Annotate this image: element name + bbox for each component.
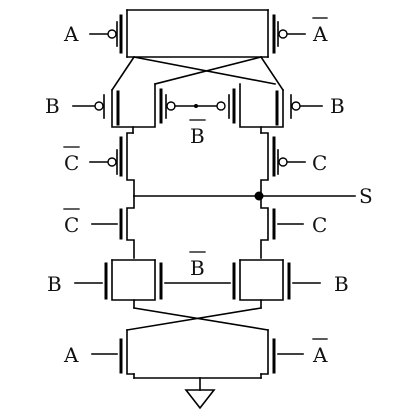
label-b-top-left: B — [45, 94, 60, 118]
label-a-bar-bottom: A — [312, 343, 328, 367]
pmos-b-right — [260, 89, 323, 134]
nmos-b-bar-left — [133, 259, 231, 301]
label-s: S — [359, 184, 373, 208]
junction-dot — [254, 191, 264, 201]
pmos-a-left — [89, 9, 128, 58]
pmos-a-bar-right — [267, 9, 306, 58]
label-b-bar-top: B — [190, 124, 205, 148]
ground-symbol — [184, 389, 216, 410]
labels: A A B B B C C S C C B B B A A — [45, 17, 373, 367]
cross-wire-top-2 — [110, 55, 136, 92]
cross-wire-top-4 — [259, 55, 285, 92]
label-a-top: A — [63, 22, 79, 46]
pmos-c-bar-left — [89, 132, 135, 197]
pmos-b-bar-left — [132, 83, 218, 128]
nmos-c-bar-left — [91, 195, 135, 259]
nmos-network — [74, 195, 321, 410]
label-b-bottom-right: B — [334, 272, 349, 296]
label-a-bar-top: A — [312, 22, 328, 46]
nmos-c-right — [260, 195, 304, 259]
pmos-c-right — [260, 132, 306, 197]
label-a-bottom: A — [63, 343, 79, 367]
cross-wire-top-5 — [154, 56, 262, 85]
nmos-b-left — [74, 259, 135, 309]
label-b-top-right: B — [330, 94, 345, 118]
pmos-network — [72, 9, 323, 197]
label-c-top: C — [312, 151, 327, 175]
label-b-bar-bottom: B — [190, 256, 205, 280]
label-c-bar-bottom: C — [64, 213, 79, 237]
nmos-a-bar-right — [260, 329, 304, 375]
nmos-b-bar-right — [232, 259, 262, 301]
nmos-b-right — [260, 259, 321, 309]
label-c-bottom: C — [312, 213, 327, 237]
pmos-b-left — [72, 89, 134, 134]
label-c-bar-top: C — [64, 151, 79, 175]
pmos-b-bar-right — [216, 83, 262, 128]
label-b-bottom-left: B — [47, 272, 62, 296]
nmos-a-left — [91, 329, 135, 375]
output-node — [133, 191, 356, 201]
cross-wire-top-3 — [133, 56, 276, 85]
